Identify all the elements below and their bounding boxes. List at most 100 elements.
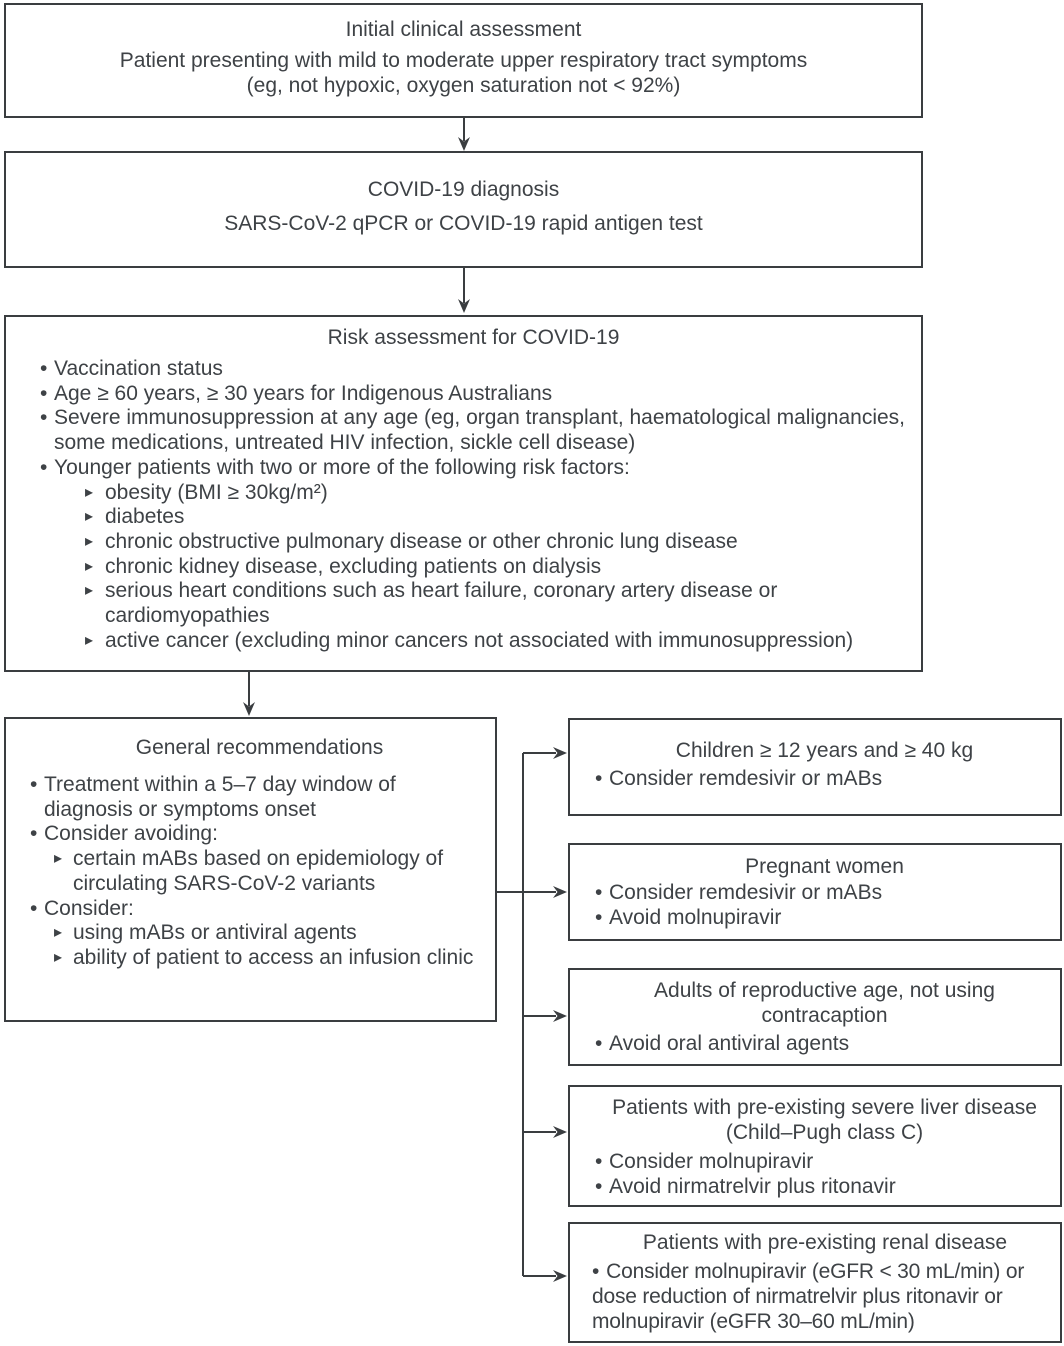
sub-bullet-item: ▸ ability of patient to access an infusi…: [54, 946, 489, 971]
triangle-bullet-marker: ▸: [85, 631, 94, 649]
bullet-text: Consider remdesivir or mABs: [609, 881, 883, 904]
bullet-marker: •: [595, 767, 603, 790]
arrowhead-right-liver: [553, 1126, 567, 1138]
bullet-marker: •: [595, 1150, 603, 1173]
box-title: COVID-19 diagnosis: [367, 178, 560, 201]
box-reproductive-age: Adults of reproductive age, not using co…: [568, 968, 1062, 1066]
arrowhead-down-diagnosis: [458, 137, 470, 151]
arrowhead-right-pregnant: [553, 886, 567, 898]
bullet-item: • Consider remdesivir or mABs: [595, 880, 1054, 905]
bullet-text: Consider:: [44, 896, 134, 920]
bullet-item: • Consider avoiding:: [30, 822, 489, 847]
triangle-bullet-marker: ▸: [54, 850, 63, 868]
sub-bullet-item: ▸ certain mABs based on epidemiology of …: [54, 847, 489, 896]
bullet-marker: •: [30, 896, 38, 920]
arrowhead-down-general: [243, 702, 255, 716]
triangle-bullet-marker: ▸: [85, 557, 94, 575]
bullet-marker: •: [595, 906, 603, 929]
sub-bullet-text: serious heart conditions such as heart f…: [105, 579, 778, 628]
bullet-item: •Consider molnupiravir (eGFR < 30 mL/min…: [592, 1259, 1058, 1334]
box-general-recommendations: General recommendations • Treatment with…: [4, 717, 497, 1022]
bullet-marker: •: [40, 357, 48, 380]
sub-bullet-item: ▸ obesity (BMI ≥ 30kg/m²): [85, 481, 907, 506]
sub-bullet-text: chronic obstructive pulmonary disease or…: [105, 529, 738, 553]
bullet-text: Avoid nirmatrelvir plus ritonavir: [609, 1175, 896, 1198]
bullet-marker: •: [595, 1032, 603, 1055]
bullet-marker: •: [40, 455, 48, 479]
bullet-item: • Severe immunosuppression at any age (e…: [40, 406, 907, 455]
box-title: Risk assessment for COVID-19: [327, 326, 620, 349]
sub-bullet-text: obesity (BMI ≥ 30kg/m²): [105, 480, 328, 504]
bullet-item: • Avoid nirmatrelvir plus ritonavir: [595, 1174, 1054, 1199]
box-risk-assessment: Risk assessment for COVID-19 • Vaccinati…: [4, 315, 923, 672]
box-title: Patients with pre-existing renal disease: [642, 1231, 1008, 1254]
bullet-marker: •: [595, 1175, 603, 1198]
triangle-bullet-marker: ▸: [85, 508, 94, 526]
bullet-item: • Consider:: [30, 897, 489, 922]
sub-bullet-text: certain mABs based on epidemiology of ci…: [73, 847, 444, 895]
box-text-line: (eg, not hypoxic, oxygen saturation not …: [246, 74, 681, 97]
bullet-text: Consider avoiding:: [44, 822, 218, 846]
sub-bullet-item: ▸ chronic kidney disease, excluding pati…: [85, 555, 907, 580]
sub-bullet-text: chronic kidney disease, excluding patien…: [105, 554, 602, 578]
arrowhead-right-renal: [553, 1270, 567, 1282]
bullet-item: • Consider remdesivir or mABs: [595, 766, 1054, 791]
sub-bullet-text: ability of patient to access an infusion…: [73, 945, 474, 969]
sub-bullet-text: using mABs or antiviral agents: [73, 921, 357, 945]
bullet-item: • Younger patients with two or more of t…: [40, 456, 907, 481]
bullet-item: • Vaccination status: [40, 357, 907, 382]
box-text-line: SARS-CoV-2 qPCR or COVID-19 rapid antige…: [224, 212, 703, 235]
sub-bullet-text: diabetes: [105, 505, 185, 529]
box-pregnant-women: Pregnant women • Consider remdesivir or …: [568, 843, 1062, 941]
bullet-text: Vaccination status: [54, 357, 223, 380]
box-title: Initial clinical assessment: [345, 18, 582, 41]
arrowhead-right-children: [553, 747, 567, 759]
bullet-text: Severe immunosuppression at any age (eg,…: [54, 406, 905, 455]
box-title: Children ≥ 12 years and ≥ 40 kg: [675, 739, 974, 762]
bullet-marker: •: [595, 881, 603, 904]
bullet-text: Consider molnupiravir: [609, 1150, 814, 1173]
sub-bullet-item: ▸ active cancer (excluding minor cancers…: [85, 629, 907, 654]
bullet-text: Consider molnupiravir (eGFR < 30 mL/min)…: [592, 1260, 1025, 1333]
bullet-item: • Consider molnupiravir: [595, 1149, 1054, 1174]
bullet-item: • Avoid molnupiravir: [595, 905, 1054, 930]
box-title: Pregnant women: [745, 855, 904, 878]
bullet-text: Treatment within a 5–7 day window of dia…: [44, 773, 396, 821]
triangle-bullet-marker: ▸: [85, 582, 94, 600]
bullet-text: Avoid oral antiviral agents: [609, 1032, 850, 1055]
bullet-list: • Consider remdesivir or mABs • Avoid mo…: [595, 880, 1054, 930]
bullet-list: • Treatment within a 5–7 day window of d…: [30, 773, 489, 971]
bullet-text: Consider remdesivir or mABs: [609, 767, 883, 790]
box-renal-disease: Patients with pre-existing renal disease…: [568, 1222, 1062, 1343]
bullet-text: Younger patients with two or more of the…: [54, 455, 630, 479]
triangle-bullet-marker: ▸: [54, 924, 63, 942]
bullet-list: • Consider remdesivir or mABs: [595, 766, 1054, 791]
box-title: Patients with pre-existing severe liver …: [612, 1096, 1037, 1144]
sub-bullet-item: ▸ using mABs or antiviral agents: [54, 921, 489, 946]
bullet-marker: •: [40, 406, 48, 430]
box-covid-diagnosis: COVID-19 diagnosis SARS-CoV-2 qPCR or CO…: [4, 151, 923, 268]
triangle-bullet-marker: ▸: [85, 532, 94, 550]
bullet-item: • Treatment within a 5–7 day window of d…: [30, 773, 489, 822]
bullet-item: • Age ≥ 60 years, ≥ 30 years for Indigen…: [40, 382, 907, 407]
arrowhead-down-risk: [458, 299, 470, 313]
bullet-marker: •: [40, 381, 48, 405]
bullet-list: • Consider molnupiravir • Avoid nirmatre…: [595, 1149, 1054, 1199]
box-liver-disease: Patients with pre-existing severe liver …: [568, 1085, 1062, 1207]
bullet-marker: •: [30, 773, 38, 796]
box-title: Adults of reproductive age, not using co…: [654, 979, 995, 1027]
bullet-list: • Avoid oral antiviral agents: [595, 1031, 1054, 1056]
triangle-bullet-marker: ▸: [54, 948, 63, 966]
arrowhead-right-reproductive: [553, 1010, 567, 1022]
sub-bullet-text: active cancer (excluding minor cancers n…: [105, 628, 854, 652]
bullet-text: Age ≥ 60 years, ≥ 30 years for Indigenou…: [54, 381, 553, 405]
bullet-text: Avoid molnupiravir: [609, 906, 782, 929]
sub-bullet-item: ▸ diabetes: [85, 505, 907, 530]
bullet-item: • Avoid oral antiviral agents: [595, 1031, 1054, 1056]
bullet-marker: •: [30, 822, 38, 846]
box-title: General recommendations: [135, 736, 384, 759]
triangle-bullet-marker: ▸: [85, 483, 94, 501]
sub-bullet-item: ▸ serious heart conditions such as heart…: [85, 579, 907, 628]
box-text-line: Patient presenting with mild to moderate…: [119, 49, 808, 72]
